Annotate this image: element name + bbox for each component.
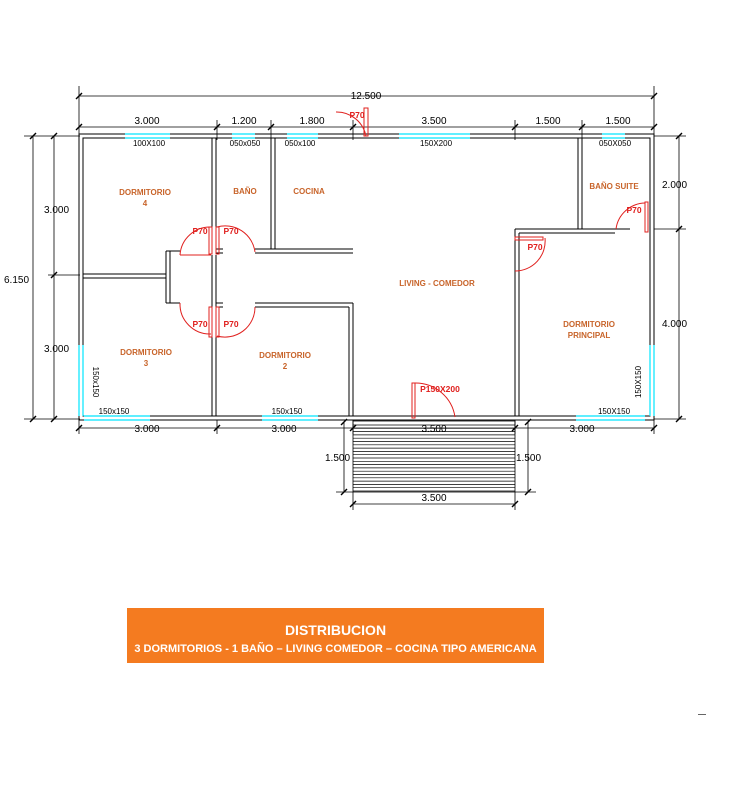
room-number-dorm4: 4 — [143, 199, 148, 208]
room-label-bano-suite: BAÑO SUITE — [589, 182, 639, 191]
dim-top-2: 1.200 — [231, 116, 256, 127]
dim-overall: 12.500 — [351, 91, 382, 102]
dim-left-upper: 3.000 — [44, 205, 69, 216]
walls — [78, 133, 655, 421]
banner-title: DISTRIBUCION — [284, 622, 387, 638]
room-label-dorm4: DORMITORIO — [119, 188, 171, 197]
dim-terrace-width: 3.500 — [421, 493, 446, 504]
dim-bottom-3: 3.500 — [421, 424, 446, 435]
room-label-bano: BAÑO — [233, 187, 257, 196]
door-label-principal: P70 — [527, 242, 542, 252]
doors — [179, 107, 649, 419]
door-label-main: P150X200 — [420, 384, 460, 394]
door-label-dorm2: P70 — [223, 319, 238, 329]
corner-mark — [698, 714, 706, 715]
room-number-dorm3: 3 — [144, 359, 149, 368]
distribution-banner: DISTRIBUCION 3 DORMITORIOS - 1 BAÑO – LI… — [127, 608, 544, 663]
window-label-dorm3-bottom: 150x150 — [99, 407, 130, 416]
window-label-dorm3-side: 150x150 — [91, 367, 100, 398]
window-label-principal-bottom: 150X150 — [598, 407, 631, 416]
room-number-dorm2: 2 — [283, 362, 288, 371]
window-label-living: 150X200 — [420, 139, 453, 148]
dim-top-1: 3.000 — [134, 116, 159, 127]
room-sub-principal: PRINCIPAL — [568, 331, 611, 340]
dim-terrace-left: 1.500 — [325, 453, 350, 464]
room-label-dorm2: DORMITORIO — [259, 351, 311, 360]
floor-plan: 12.500 3.000 1.200 1.800 3.500 1.500 1.5… — [4, 86, 687, 510]
dim-left-total: 6.150 — [4, 275, 29, 286]
windows — [78, 133, 655, 421]
door-label-suite: P70 — [626, 205, 641, 215]
dim-top-3: 1.800 — [299, 116, 324, 127]
window-label-principal-side: 150X150 — [634, 365, 643, 398]
deck-slats — [353, 424, 515, 492]
terrace-deck — [352, 420, 516, 493]
dim-top-5: 1.500 — [535, 116, 560, 127]
dim-right-upper: 2.000 — [662, 180, 687, 191]
banner-subtitle: 3 DORMITORIOS - 1 BAÑO – LIVING COMEDOR … — [134, 643, 537, 655]
dim-bottom-1: 3.000 — [134, 424, 159, 435]
dim-top-4: 3.500 — [421, 116, 446, 127]
window-label-dorm2-bottom: 150x150 — [272, 407, 303, 416]
window-label-cocina: 050x100 — [285, 139, 316, 148]
dim-left-lower: 3.000 — [44, 344, 69, 355]
door-label-bano: P70 — [223, 226, 238, 236]
dim-top-6: 1.500 — [605, 116, 630, 127]
room-label-dorm3: DORMITORIO — [120, 348, 172, 357]
room-label-living: LIVING - COMEDOR — [399, 279, 475, 288]
room-label-cocina: COCINA — [293, 187, 325, 196]
dim-right-lower: 4.000 — [662, 319, 687, 330]
door-label-top: P70 — [349, 110, 364, 120]
door-label-dorm3: P70 — [192, 319, 207, 329]
dimension-lines — [24, 86, 686, 510]
window-label-dorm4: 100X100 — [133, 139, 166, 148]
dim-bottom-4: 3.000 — [569, 424, 594, 435]
dim-bottom-2: 3.000 — [271, 424, 296, 435]
dim-terrace-right: 1.500 — [516, 453, 541, 464]
door-label-dorm4: P70 — [192, 226, 207, 236]
window-label-bano-suite: 050X050 — [599, 139, 632, 148]
window-label-bano: 050x050 — [230, 139, 261, 148]
room-label-principal: DORMITORIO — [563, 320, 615, 329]
